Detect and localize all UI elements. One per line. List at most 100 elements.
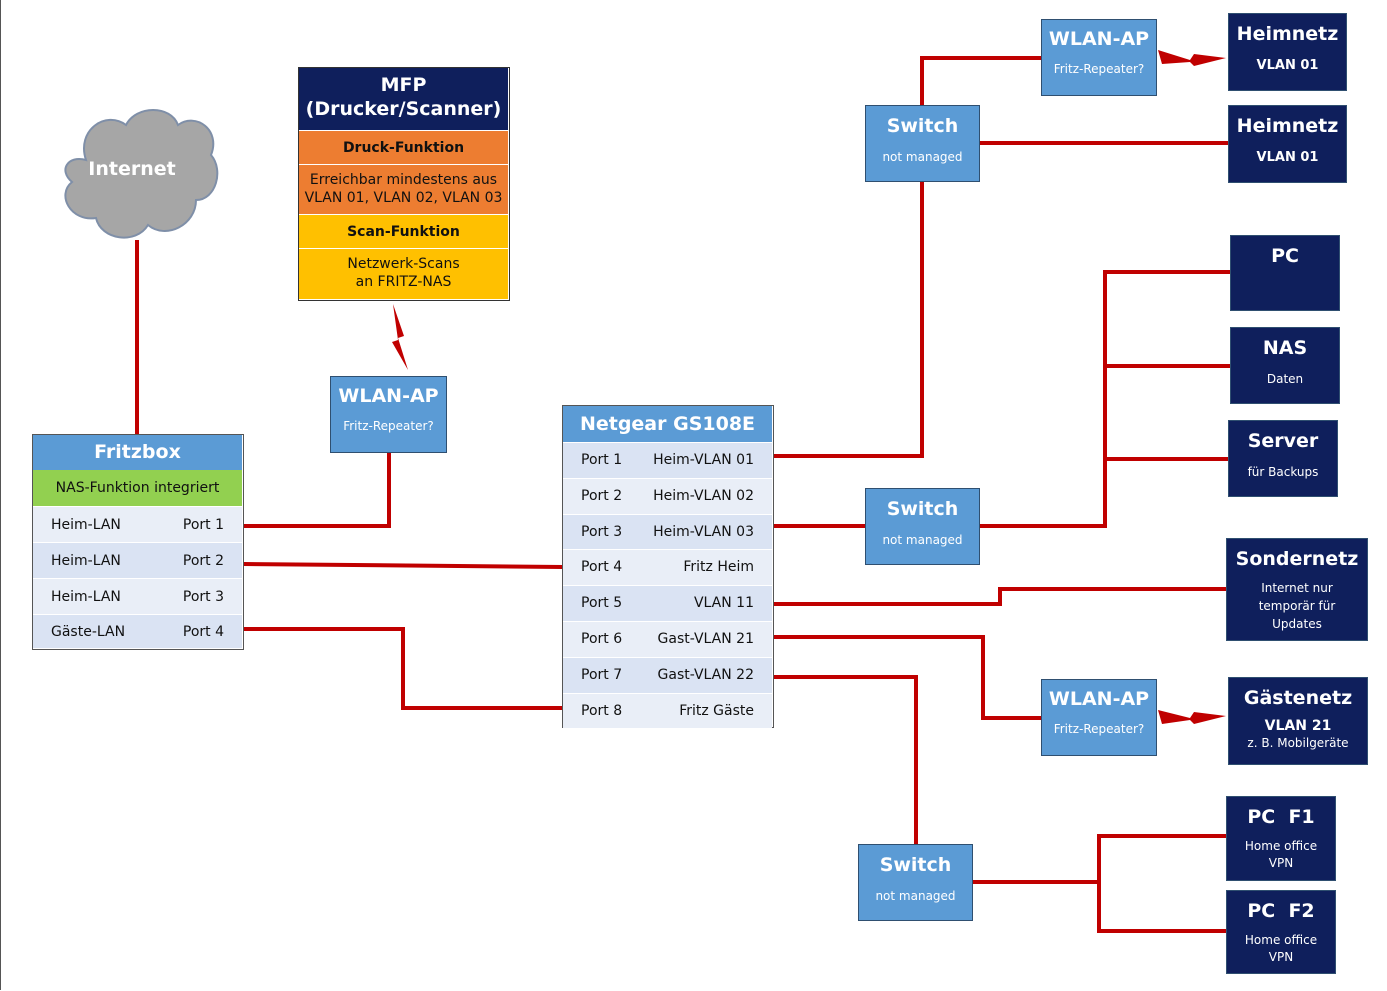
mfp-scan-header: Scan-Funktion	[299, 214, 508, 248]
wlan-ap-heimnetz: WLAN-AP Fritz-Repeater?	[1041, 19, 1157, 96]
wireless-bolt-heimnetz	[1158, 50, 1226, 66]
netgear-vlan-label: Heim-VLAN 02	[653, 487, 754, 504]
line-switch1-wlanap	[920, 56, 1043, 106]
gaestenetz-box: Gästenetz VLAN 21 z. B. Mobilgeräte	[1228, 677, 1368, 765]
heimnetz-title: Heimnetz	[1236, 115, 1339, 137]
netgear-vlan-label: Fritz Gäste	[679, 702, 754, 719]
netgear-vlan-label: Heim-VLAN 03	[653, 523, 754, 540]
netgear-port-label: Port 8	[581, 702, 623, 719]
switch-middle: Switch not managed	[865, 488, 980, 565]
netgear-vlan-label: Gast-VLAN 21	[657, 631, 754, 647]
switch-sub: not managed	[882, 533, 963, 547]
switch-sub: not managed	[882, 150, 963, 164]
pc-f2-sub: Home office VPN	[1244, 933, 1318, 964]
mfp-scan-desc: Netzwerk-Scans an FRITZ-NAS	[299, 248, 508, 299]
mfp-print-desc: Erreichbar mindestens aus VLAN 01, VLAN …	[299, 164, 508, 214]
sondernetz-sub: Internet nur temporär für Updates	[1258, 581, 1336, 631]
switch-title: Switch	[886, 115, 959, 137]
nas-title: NAS	[1262, 337, 1308, 359]
wlan-ap-title: WLAN-AP	[1048, 28, 1150, 50]
wlan-ap-sub: Fritz-Repeater?	[1053, 62, 1145, 76]
gaestenetz-sub: z. B. Mobilgeräte	[1247, 736, 1349, 750]
switch-sub: not managed	[875, 889, 956, 903]
line-netgear-port6-wlanap	[773, 635, 1043, 720]
netgear-port-label: Port 7	[581, 666, 623, 683]
switch-title: Switch	[886, 498, 959, 520]
switch-title: Switch	[879, 854, 952, 876]
netgear-port-row: Port 4 Fritz Heim	[563, 549, 772, 586]
netgear-port-row: Port 8 Fritz Gäste	[563, 692, 772, 729]
netgear-port-row: Port 3 Heim-VLAN 03	[563, 513, 772, 550]
fritzbox-port-row: Heim-LAN Port 3	[33, 578, 242, 614]
heimnetz-wired: Heimnetz VLAN 01	[1228, 105, 1347, 183]
wlan-ap-sub: Fritz-Repeater?	[1053, 722, 1145, 736]
pc-f2-box: PC F2 Home office VPN	[1226, 890, 1336, 974]
line-switch2-bus	[978, 270, 1232, 528]
nas-box: NAS Daten	[1230, 327, 1340, 404]
netgear-port-label: Port 1	[581, 452, 623, 468]
gaestenetz-vlan: VLAN 21	[1264, 718, 1332, 734]
line-netgear-port7-switch3	[773, 675, 918, 846]
pc-f1-box: PC F1 Home office VPN	[1226, 796, 1336, 881]
nas-sub: Daten	[1266, 372, 1304, 386]
netgear-port-label: Port 6	[581, 631, 623, 647]
sondernetz-title: Sondernetz	[1235, 548, 1359, 570]
fritzbox-port-row: Heim-LAN Port 2	[33, 542, 242, 578]
heimnetz-wireless: Heimnetz VLAN 01	[1228, 13, 1347, 91]
line-netgear-port5-sondernetz	[773, 587, 1228, 606]
pc-box: PC	[1230, 235, 1340, 311]
pc-f1-title: PC F1	[1247, 806, 1315, 828]
gaestenetz-title: Gästenetz	[1243, 687, 1353, 709]
wlan-ap-mfp: WLAN-AP Fritz-Repeater?	[330, 376, 447, 453]
mfp-title: MFP (Drucker/Scanner)	[299, 68, 508, 130]
netgear-port-row: Port 2 Heim-VLAN 02	[563, 477, 772, 514]
wlan-ap-gaestenetz: WLAN-AP Fritz-Repeater?	[1041, 679, 1157, 756]
wireless-bolt-gaestenetz	[1158, 710, 1226, 724]
line-fritz-port2-netgear-port4	[243, 562, 564, 569]
fritzbox-nas: NAS-Funktion integriert	[33, 470, 242, 506]
pc-title: PC	[1271, 245, 1299, 267]
server-title: Server	[1247, 430, 1319, 452]
netgear-port-label: Port 3	[581, 523, 623, 540]
server-box: Server für Backups	[1228, 420, 1338, 497]
heimnetz-sub: VLAN 01	[1256, 58, 1319, 73]
line-pcs-bus	[1097, 834, 1228, 933]
mfp-print-header: Druck-Funktion	[299, 130, 508, 164]
netgear-vlan-label: VLAN 11	[693, 595, 754, 612]
netgear-port-label: Port 5	[581, 595, 623, 612]
fritzbox-title: Fritzbox	[33, 435, 242, 470]
wlan-ap-title: WLAN-AP	[338, 385, 439, 407]
fritzbox-box: Fritzbox NAS-Funktion integriert Heim-LA…	[32, 434, 244, 650]
netgear-title: Netgear GS108E	[563, 406, 772, 442]
netgear-port-label: Port 2	[581, 487, 623, 504]
netgear-vlan-label: Gast-VLAN 22	[657, 666, 754, 683]
mfp-box: MFP (Drucker/Scanner) Druck-Funktion Err…	[298, 67, 510, 301]
switch-bottom: Switch not managed	[858, 844, 973, 921]
netgear-port-row: Port 5 VLAN 11	[563, 585, 772, 621]
pc-f2-title: PC F2	[1247, 900, 1315, 922]
fritzbox-port-row: Heim-LAN Port 1	[33, 506, 242, 542]
netgear-port-label: Port 4	[581, 559, 623, 576]
wlan-ap-title: WLAN-AP	[1048, 688, 1150, 710]
netgear-port-row: Port 6 Gast-VLAN 21	[563, 621, 772, 657]
line-fritz-port4-netgear-port8	[244, 627, 563, 710]
netgear-vlan-label: Fritz Heim	[683, 559, 754, 576]
pc-f1-sub: Home office VPN	[1244, 839, 1318, 870]
fritzbox-port-row: Gäste-LAN Port 4	[33, 614, 242, 648]
sondernetz-box: Sondernetz Internet nur temporär für Upd…	[1226, 538, 1368, 641]
line-fritz-port1-wlanap	[244, 452, 391, 528]
wlan-ap-sub: Fritz-Repeater?	[343, 419, 434, 433]
heimnetz-title: Heimnetz	[1236, 23, 1339, 45]
line-netgear-port1-switch1	[773, 180, 924, 458]
internet-label: Internet	[88, 158, 176, 180]
cloud-icon	[64, 109, 219, 239]
heimnetz-sub: VLAN 01	[1256, 150, 1319, 165]
wireless-bolt-mfp	[392, 304, 408, 370]
switch-top: Switch not managed	[865, 105, 980, 182]
internet-cloud: Internet	[56, 100, 220, 244]
server-sub: für Backups	[1247, 465, 1319, 479]
